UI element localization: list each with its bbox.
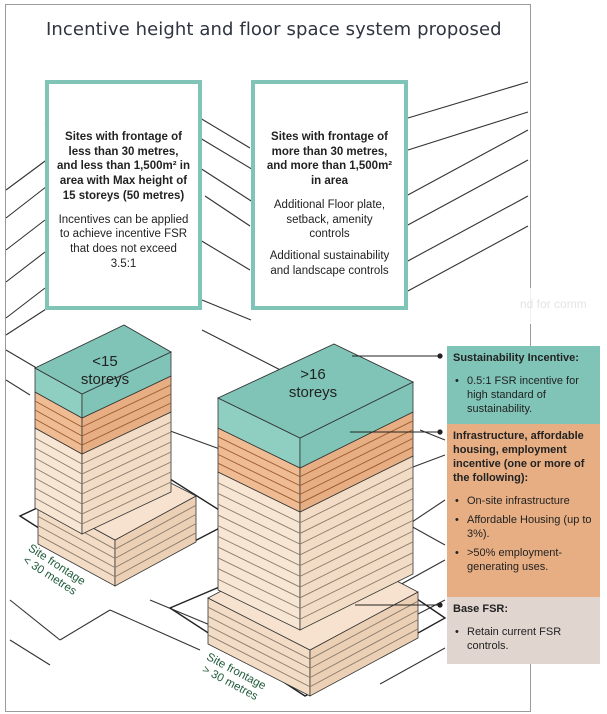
large-building-cream-floor-line <box>217 466 414 524</box>
large-building-label: >16 storeys <box>288 366 338 402</box>
legend-sustainability-item: 0.5:1 FSR incentive for high standard of… <box>453 375 594 417</box>
leader-lines <box>350 353 443 608</box>
large-building-cream-floor-line <box>217 552 414 610</box>
small-building-cream-floor-line <box>34 471 172 515</box>
legend-base-item: Retain current FSR controls. <box>453 626 594 654</box>
callout-large-sites: Sites with frontage of more than 30 metr… <box>251 80 408 310</box>
large-building-cream-floor-line <box>217 541 414 599</box>
callout-large-sites-body-2: Additional sustainability and landscape … <box>269 250 390 277</box>
large-building-cream-floor-line <box>217 519 414 577</box>
small-building-cream-floor-line <box>34 461 172 505</box>
large-building-cream-floor-line <box>217 498 414 556</box>
legend-sustainability-list: 0.5:1 FSR incentive for high standard of… <box>453 375 594 417</box>
large-building-orange-floor-line <box>217 446 414 504</box>
legend-infrastructure-item: >50% employment-generating uses. <box>453 547 594 575</box>
small-building-cream-floor-line <box>34 451 172 495</box>
small-building-orange-floor-line <box>34 384 172 428</box>
large-building-cream-floor-line <box>217 487 414 545</box>
callout-small-sites-body: Incentives can be applied to achieve inc… <box>58 213 189 270</box>
leader-dot <box>437 429 443 435</box>
small-building-podium-floor-line <box>37 532 197 578</box>
street-line <box>204 195 251 227</box>
street-line <box>109 609 201 651</box>
legend-base-heading: Base FSR: <box>453 603 509 615</box>
large-building-orange-floor-line <box>217 420 414 478</box>
overlay-tooltip-text: nd for comm <box>520 297 587 311</box>
small-building-roof <box>34 324 172 395</box>
large-building-roof <box>216 343 415 439</box>
legend-sustainability-heading: Sustainability Incentive: <box>453 352 579 364</box>
street-line <box>149 599 211 626</box>
buildings <box>34 324 419 697</box>
street-line <box>407 81 529 119</box>
small-building-podium-floor-line <box>37 514 197 559</box>
street-line <box>405 225 529 293</box>
street-line <box>5 287 46 319</box>
overlay-tooltip <box>505 288 607 324</box>
legend-infrastructure-item: Affordable Housing (up to 3%). <box>453 514 594 542</box>
street-line <box>5 349 41 371</box>
street-line <box>9 599 61 641</box>
legend-infrastructure-item: On-site infrastructure <box>453 495 594 509</box>
legend-base-fsr: Base FSR: Retain current FSR controls. <box>447 597 600 664</box>
street-line <box>405 159 529 227</box>
callout-small-sites: Sites with frontage of less than 30 metr… <box>45 80 202 310</box>
street-line <box>199 239 251 271</box>
street-line <box>379 647 446 685</box>
small-building-cream-floor-line <box>34 441 172 485</box>
small-building-podium-floor-line <box>37 523 197 569</box>
large-building <box>207 343 419 697</box>
leader-dot <box>437 602 443 608</box>
small-building-cream-floor-line <box>34 421 172 465</box>
street-line <box>5 251 46 283</box>
street-line <box>5 219 46 251</box>
large-building-podium-floor-line <box>207 600 419 660</box>
large-building-podium-floor-line <box>207 619 419 679</box>
street-line <box>201 299 252 321</box>
small-building-cream-floor-line <box>34 431 172 475</box>
large-building-orange-floor-line <box>217 429 414 487</box>
large-building-cream-floor-line <box>217 530 414 588</box>
large-building-cream-floor-line <box>217 477 414 534</box>
callout-large-sites-heading: Sites with frontage of more than 30 metr… <box>266 131 393 188</box>
legend-infrastructure-incentive: Infrastructure, affordable housing, empl… <box>447 424 600 597</box>
small-building-label: <15 storeys <box>80 353 130 389</box>
callout-small-sites-heading: Sites with frontage of less than 30 metr… <box>57 131 190 202</box>
small-building-orange-floor-line <box>34 402 172 446</box>
small-building <box>34 324 197 587</box>
street-line <box>59 609 111 641</box>
large-building-podium-floor-line <box>207 628 419 688</box>
legend-infrastructure-heading: Infrastructure, affordable housing, empl… <box>453 430 585 484</box>
small-building-cream-floor-line <box>34 481 172 525</box>
leader-dot <box>437 353 443 359</box>
small-building-orange-floor-line <box>34 393 172 437</box>
large-building-cream-floor-line <box>217 562 414 620</box>
large-building-orange-floor-line <box>217 437 414 495</box>
street-line <box>405 195 529 263</box>
street-line <box>407 111 529 151</box>
legend-infrastructure-list: On-site infrastructure Affordable Housin… <box>453 495 594 575</box>
diagram-title: Incentive height and floor space system … <box>46 19 502 40</box>
large-building-podium-floor-line <box>207 610 419 669</box>
large-building-cream-floor-line <box>217 509 414 567</box>
legend-base-list: Retain current FSR controls. <box>453 626 594 654</box>
street-line <box>5 379 31 396</box>
legend-sustainability-incentive: Sustainability Incentive: 0.5:1 FSR ince… <box>447 346 600 424</box>
street-line <box>9 639 51 666</box>
callout-large-sites-body-1: Additional Floor plate, setback, amenity… <box>273 198 386 241</box>
street-line <box>199 117 251 149</box>
street-line <box>405 129 529 197</box>
